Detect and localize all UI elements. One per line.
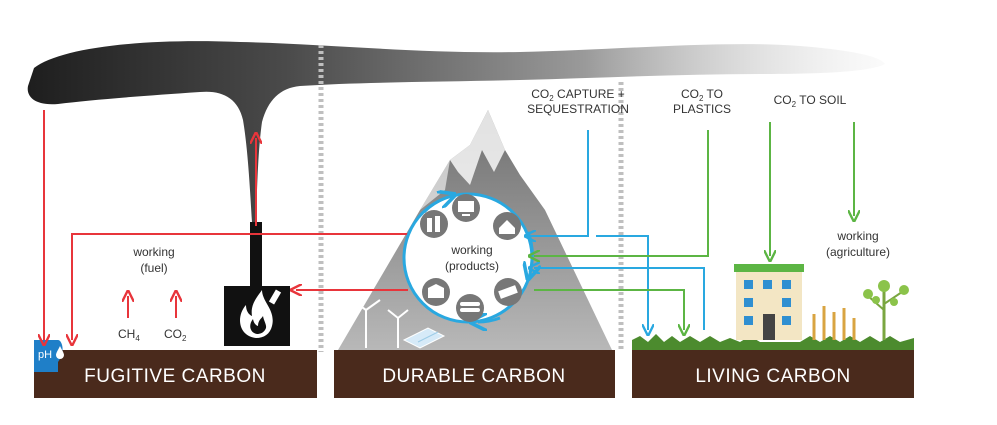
soil-bands: pH [34, 340, 914, 398]
lumber-icon [494, 278, 522, 306]
arrow-living-to-products [534, 268, 705, 330]
solar-panel-icon [402, 327, 446, 349]
arrow-capture-to-products [530, 130, 589, 236]
working-fuel-label-1: working [132, 245, 174, 259]
water-drop-icon [34, 340, 63, 372]
ph-label: pH [38, 349, 52, 361]
soil-pathway-label: CO2 TO SOIL [774, 93, 847, 109]
building-icon [734, 264, 804, 340]
wind-turbine-icon [351, 299, 409, 348]
green-flows [534, 122, 854, 330]
house-icon [493, 212, 521, 240]
zone-label-fugitive: FUGITIVE CARBON [84, 366, 266, 387]
red-flows [44, 110, 420, 340]
box-icon [422, 278, 450, 306]
working-fuel-label-2: (fuel) [140, 261, 167, 275]
ch4-label: CH4 [118, 327, 140, 343]
working-products-label-2: (products) [445, 259, 499, 273]
plastics-label-1: CO2 TO [681, 87, 723, 103]
working-agri-label-2: (agriculture) [826, 245, 890, 259]
bottles-icon [420, 210, 448, 238]
arrow-products-to-living [534, 289, 684, 330]
wheat-icon [812, 306, 856, 340]
smoke-cloud [27, 41, 885, 222]
soil-living [632, 350, 914, 398]
grass [632, 334, 914, 350]
blue-flows [530, 130, 705, 330]
plastics-label-2: PLASTICS [673, 102, 731, 116]
co2-label: CO2 [164, 327, 187, 343]
soil-fugitive [34, 350, 317, 398]
arrow-capture-to-living [596, 235, 648, 330]
capture-label-1: CO2 CAPTURE + [531, 87, 624, 103]
working-products-label-1: working [450, 243, 492, 257]
soil-durable [334, 350, 615, 398]
working-agri-label-1: working [836, 229, 878, 243]
logs-icon [456, 294, 484, 322]
flame-icon [240, 289, 282, 338]
arrow-plastics-to-products [534, 130, 709, 256]
zone-label-durable: DURABLE CARBON [382, 366, 565, 387]
tree-icon [863, 280, 909, 340]
computer-icon [452, 194, 480, 222]
capture-label-2: SEQUESTRATION [527, 102, 629, 116]
zone-label-living: LIVING CARBON [695, 366, 850, 387]
arrow-products-to-soil [72, 233, 420, 340]
